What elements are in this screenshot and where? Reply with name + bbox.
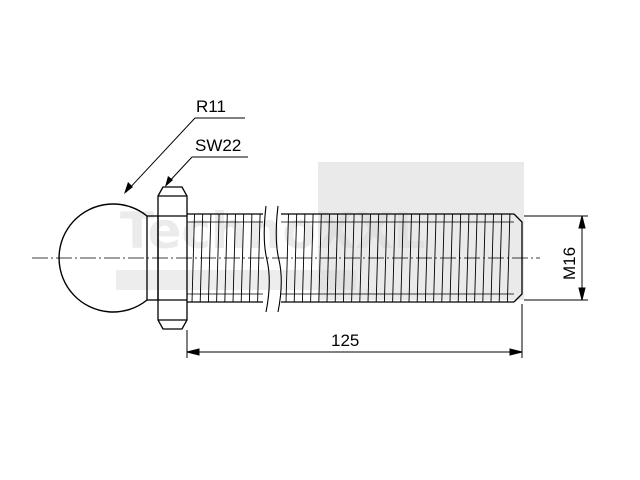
radius-label: R11 — [196, 97, 226, 116]
wrench-size-label: SW22 — [195, 136, 241, 155]
threaded-shank — [187, 205, 523, 313]
thread-label: M16 — [560, 247, 579, 280]
watermark: TechnoXXL — [116, 162, 524, 300]
length-dimension — [186, 304, 523, 358]
watermark-bar — [116, 270, 356, 290]
watermark-text: TechnoXXL — [120, 202, 426, 260]
ball-head — [58, 203, 148, 313]
radius-leader — [124, 117, 245, 194]
length-label: 125 — [331, 331, 359, 350]
thread-dimension — [524, 215, 588, 301]
wrench-size-leader — [165, 156, 248, 187]
hex-collar — [146, 186, 188, 330]
